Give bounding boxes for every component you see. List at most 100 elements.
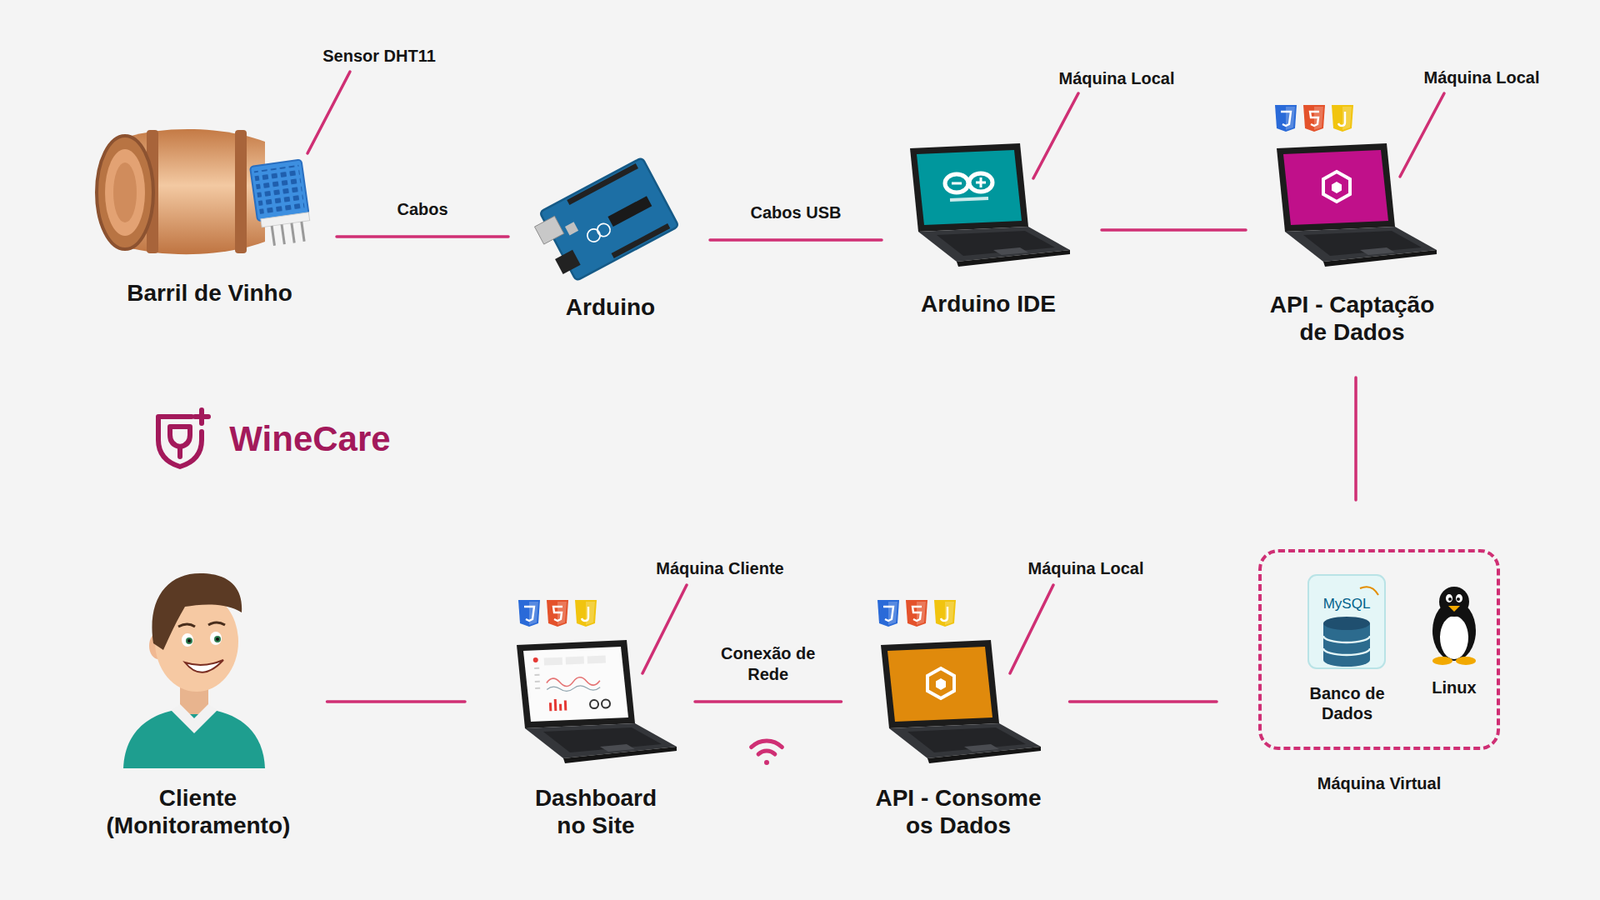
mysql-icon [1308, 575, 1385, 669]
client-figure [185, 660, 224, 673]
node-label: Máquina Virtual [1317, 773, 1442, 794]
barrel-illustration [96, 129, 265, 255]
dashboard-laptop [546, 685, 600, 693]
linux-penguin [1432, 586, 1476, 665]
ide-laptop [910, 143, 1070, 267]
capture-api-laptop [1283, 150, 1389, 225]
dht11-sensor [254, 165, 305, 216]
consumer-api-badges [877, 600, 956, 627]
dashboard-laptop [559, 704, 562, 711]
leader-lines [1400, 93, 1445, 177]
dashboard-laptop [534, 668, 540, 689]
client-figure [178, 622, 225, 627]
linux-penguin [1439, 586, 1470, 617]
node-label: Linux [1431, 677, 1476, 698]
leader-lines [1010, 585, 1054, 674]
dashboard-laptop [590, 700, 599, 709]
arduino-board [530, 157, 680, 286]
capture-api-node: API - Captação de Dados [1251, 98, 1453, 350]
connector-line [1070, 700, 1218, 704]
dashboard-laptop [565, 656, 585, 665]
dashboard-laptop [544, 657, 563, 666]
linux-penguin [1455, 594, 1463, 603]
wifi-symbol [764, 760, 770, 765]
winecare-logo-icon [177, 446, 183, 457]
arduino-board [595, 221, 613, 240]
barrel-illustration [105, 149, 145, 236]
winecare-logo-icon [158, 410, 209, 467]
linux-penguin [1456, 597, 1460, 601]
dashboard-laptop [516, 640, 677, 764]
leader-lines [307, 71, 1445, 674]
client-figure [181, 633, 194, 647]
dashboard-laptop [546, 676, 600, 688]
node-label: Arduino IDE [920, 290, 1056, 319]
dashboard-node: Dashboard no Site [500, 593, 692, 844]
dashboard-laptop [523, 646, 629, 722]
dashboard-laptop [601, 699, 610, 708]
dashboard-badges [518, 600, 597, 627]
capture-api-laptop [1276, 143, 1437, 267]
node-label: API - Captação de Dados [1258, 290, 1446, 347]
node-label: API - Consome os Dados [865, 784, 1053, 840]
linux-penguin [1432, 656, 1453, 665]
consumer-api-laptop [927, 668, 955, 699]
ide-laptop-node: Arduino IDE [885, 133, 1092, 322]
node-label: Banco de Dados [1293, 683, 1402, 724]
node-label: Barril de Vinho [126, 279, 293, 308]
connector-line [327, 700, 466, 704]
dashboard-laptop [533, 657, 539, 663]
connector-line [710, 238, 882, 242]
arduino-board [566, 163, 639, 205]
virtual-machine-box: Máquina VirtualBanco de DadosLinux [1258, 549, 1500, 750]
dashboard-laptop [554, 699, 558, 711]
brand-logo-text: WineCare [229, 418, 390, 460]
leader-lines [642, 585, 687, 674]
barrel-node: Barril de Vinho [87, 108, 332, 311]
wifi-symbol [751, 740, 783, 765]
arduino-board [565, 221, 579, 235]
arduino-board [607, 195, 652, 227]
client-figure [123, 708, 265, 769]
linux-penguin [1440, 615, 1469, 660]
client-figure [210, 631, 222, 645]
connector-label: Cabos USB [748, 202, 845, 224]
dashboard-laptop [533, 654, 611, 712]
arduino-board [540, 157, 680, 281]
client-figure [187, 639, 191, 643]
dashboard-laptop [564, 700, 567, 710]
capture-api-badges [1275, 105, 1354, 132]
dashboard-laptop [587, 655, 606, 664]
ide-laptop [910, 143, 1070, 267]
linux-penguin [1432, 600, 1476, 661]
capture-api-laptop [1323, 171, 1350, 202]
linux-node: Linux [1420, 585, 1488, 701]
barrel-illustration [113, 162, 137, 223]
winecare-logo-icon [158, 416, 202, 467]
barrel-illustration [96, 135, 154, 250]
wifi-symbol [751, 740, 783, 748]
ide-laptop [951, 177, 986, 188]
consumer-api-node: API - Consome os Dados [858, 593, 1060, 844]
dht11-sensor [250, 159, 313, 248]
arduino-board [534, 215, 564, 245]
connector-line [336, 235, 509, 239]
connectors [327, 230, 1357, 702]
node-label: Cliente (Monitoramento) [106, 784, 290, 840]
mysql-icon [1308, 575, 1385, 669]
machine-label: Máquina Local [1028, 558, 1145, 579]
client-figure [214, 635, 221, 643]
winecare-logo-icon [195, 410, 209, 424]
ide-laptop [916, 150, 1022, 225]
arduino-node: Arduino [516, 145, 705, 325]
winecare-logo-icon [170, 426, 190, 447]
connector-line [695, 700, 842, 704]
mysql-icon [1360, 586, 1379, 595]
connector-label: Cabos [394, 199, 450, 220]
leader-lines [307, 71, 350, 154]
arduino-board [555, 250, 581, 275]
client-figure [215, 637, 220, 641]
capture-api-laptop [1331, 181, 1342, 194]
dht11-sensor [250, 159, 310, 221]
